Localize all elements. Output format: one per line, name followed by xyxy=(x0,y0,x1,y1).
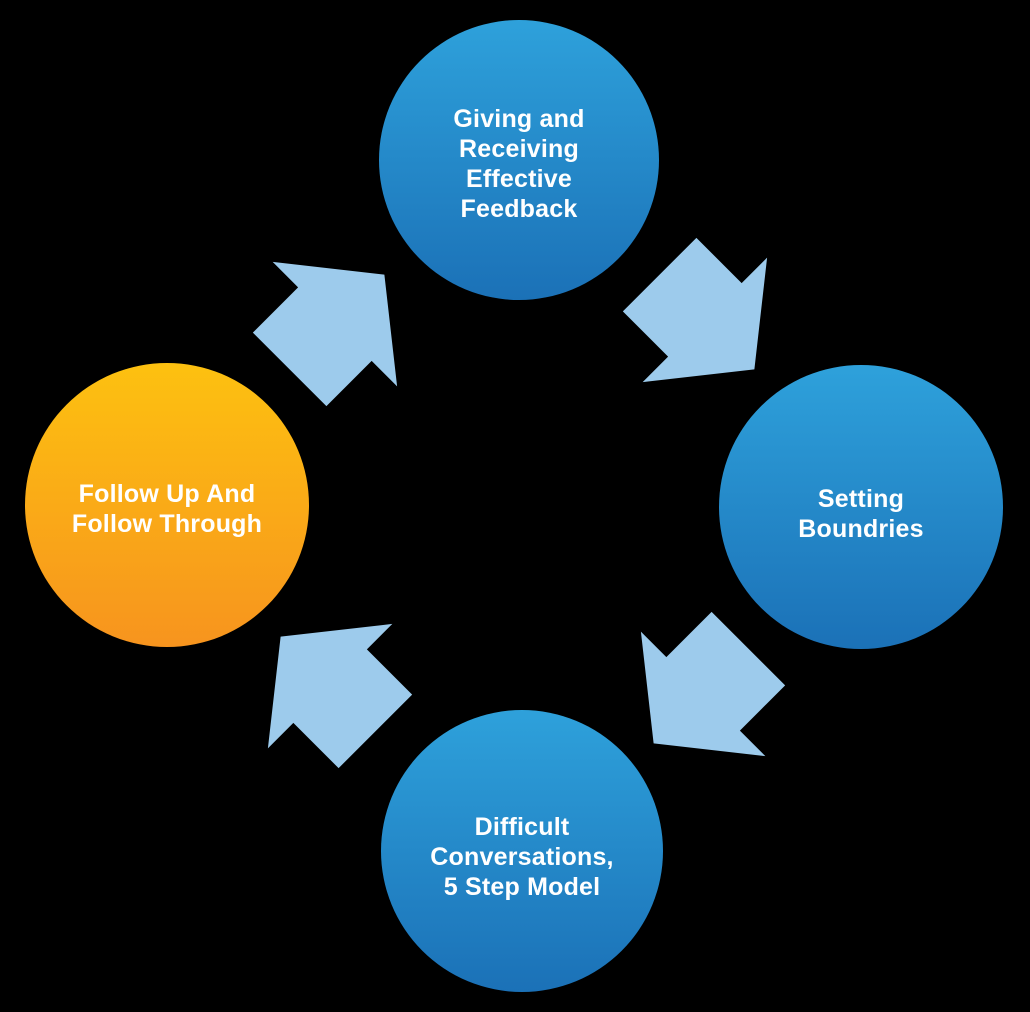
cycle-arrow-bottom-to-left-icon xyxy=(267,623,413,769)
cycle-node-bottom-circle xyxy=(381,710,663,992)
cycle-node-right-label: Setting Boundries xyxy=(798,485,924,543)
cycle-node-top-label: Giving and Receiving Effective Feedback xyxy=(453,105,585,223)
cycle-node-left-circle xyxy=(25,363,309,647)
cycle-node-bottom-label: Difficult Conversations, 5 Step Model xyxy=(430,813,614,901)
cycle-node-right-circle xyxy=(719,365,1003,649)
cycle-node-left-label: Follow Up And Follow Through xyxy=(71,480,263,538)
cycle-arrow-right-to-bottom-icon xyxy=(640,611,786,757)
cycle-arrow-left-to-top-icon xyxy=(252,261,398,407)
cycle-arrow-top-to-right-icon xyxy=(622,237,768,383)
cycle-node-top-circle xyxy=(379,20,659,300)
